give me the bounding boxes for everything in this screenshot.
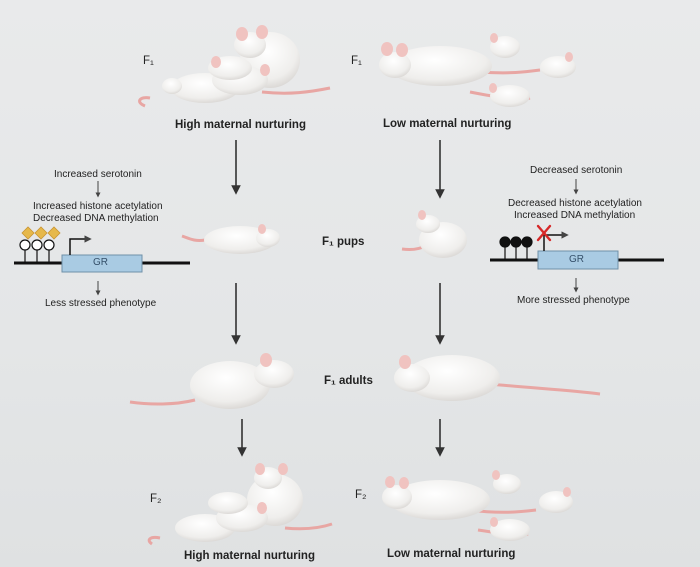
left-acetylation-text: Increased histone acetylation [33, 201, 163, 212]
generation-label-f2-right: F₂ [355, 489, 367, 501]
f1-adults-label: F₁ adults [324, 375, 373, 387]
generation-label-f1-right: F₁ [351, 55, 362, 67]
rat-pup-left [181, 224, 280, 254]
low-nurturing-title-top: Low maternal nurturing [383, 118, 512, 130]
generation-label-f1-left: F₁ [143, 55, 154, 67]
right-gene-label: GR [569, 254, 584, 265]
blocked-transcription-icon [536, 224, 552, 242]
left-gene-label: GR [93, 257, 108, 268]
high-nurturing-title-top: High maternal nurturing [175, 119, 306, 131]
left-gene-diagram [14, 226, 190, 273]
rat-pup-right [401, 210, 467, 258]
rat-group-high-nurturing-top [138, 25, 331, 108]
left-serotonin-text: Increased serotonin [54, 169, 142, 180]
right-serotonin-text: Decreased serotonin [530, 165, 623, 176]
right-methylation-text: Increased DNA methylation [514, 210, 636, 221]
generation-label-f2-left: F₂ [150, 493, 162, 505]
low-nurturing-title-bottom: Low maternal nurturing [387, 548, 516, 560]
left-phenotype-text: Less stressed phenotype [45, 298, 157, 309]
rat-adult-right [394, 355, 601, 401]
f1-pups-label: F₁ pups [322, 236, 365, 248]
rat-group-low-nurturing-bottom [382, 470, 573, 541]
rat-group-low-nurturing-top [379, 33, 576, 107]
rat-group-high-nurturing-bottom [147, 463, 333, 546]
right-acetylation-text: Decreased histone acetylation [508, 198, 642, 209]
rat-adult-left [129, 353, 294, 409]
right-phenotype-text: More stressed phenotype [517, 295, 630, 306]
high-nurturing-title-bottom: High maternal nurturing [184, 550, 315, 562]
left-methylation-text: Decreased DNA methylation [33, 213, 159, 224]
right-gene-diagram [490, 224, 664, 270]
